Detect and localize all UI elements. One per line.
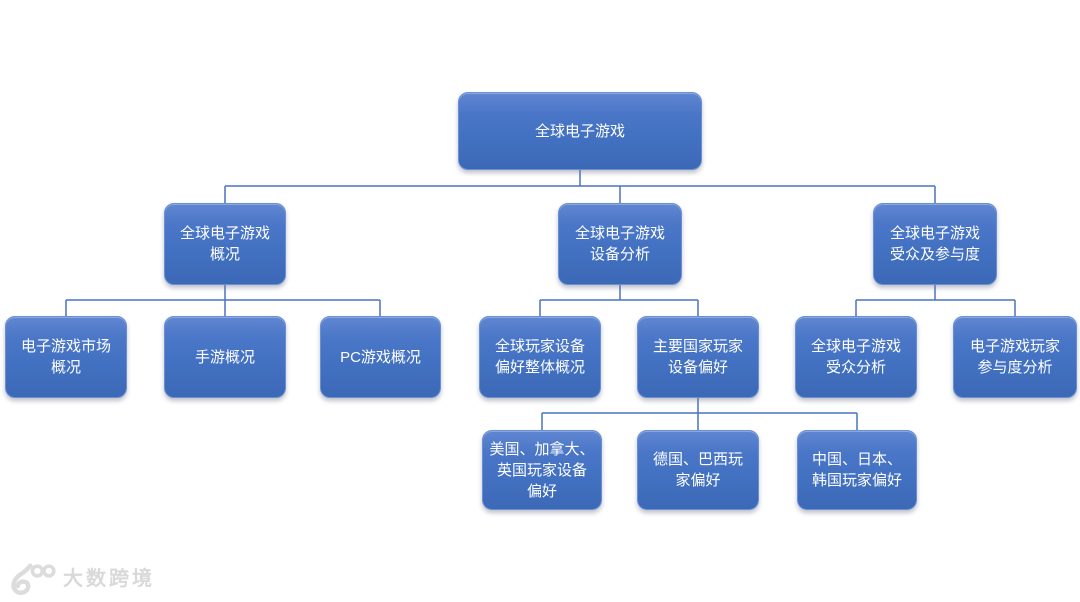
node-market-overview: 电子游戏市场 概况: [5, 316, 127, 398]
node-mobile-games-overview: 手游概况: [164, 316, 286, 398]
node-de-br-preference: 德国、巴西玩 家偏好: [637, 430, 759, 510]
node-root: 全球电子游戏: [458, 92, 702, 170]
node-player-engagement-analysis: 电子游戏玩家 参与度分析: [953, 316, 1077, 398]
watermark: 大数跨境: [8, 562, 155, 596]
node-key-countries-device-preference: 主要国家玩家 设备偏好: [637, 316, 759, 398]
watermark-text: 大数跨境: [63, 568, 155, 590]
node-audience-analysis: 全球电子游戏 受众分析: [795, 316, 917, 398]
node-global-overview: 全球电子游戏 概况: [164, 203, 286, 285]
node-audience-engagement: 全球电子游戏 受众及参与度: [873, 203, 997, 285]
node-global-device-preference: 全球玩家设备 偏好整体概况: [479, 316, 601, 398]
node-pc-games-overview: PC游戏概况: [320, 316, 441, 398]
node-cn-jp-kr-preference: 中国、日本、 韩国玩家偏好: [797, 430, 917, 510]
watermark-100-logo: [11, 563, 56, 595]
node-device-analysis: 全球电子游戏 设备分析: [558, 203, 682, 285]
node-us-ca-uk-preference: 美国、加拿大、 英国玩家设备 偏好: [482, 430, 602, 510]
